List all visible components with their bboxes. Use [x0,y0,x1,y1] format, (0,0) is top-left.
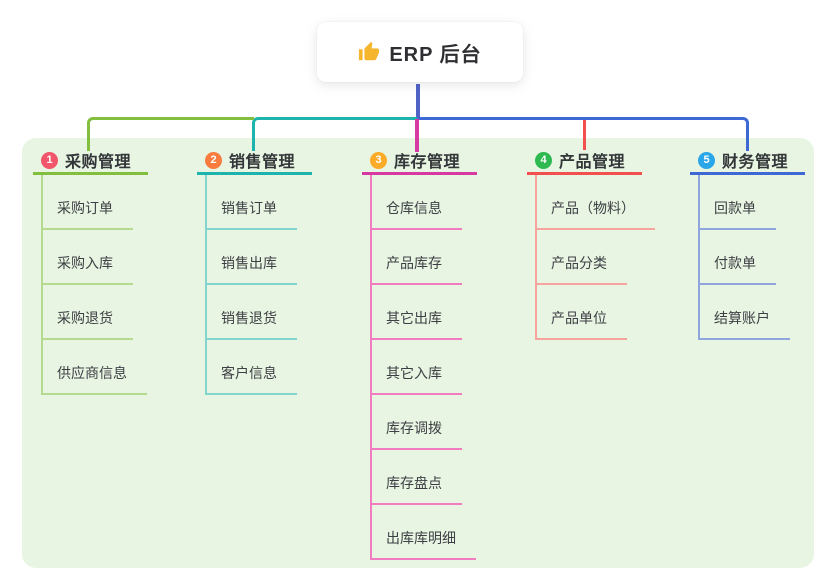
branch-sales: 2 销售管理 销售订单 销售出库 销售退货 客户信息 [197,148,312,395]
connector-purchase [87,117,254,151]
child-item[interactable]: 产品（物料） [537,175,655,230]
child-item[interactable]: 销售订单 [207,175,297,230]
branch-title: 库存管理 [394,154,461,171]
child-item[interactable]: 采购订单 [43,175,133,230]
child-item[interactable]: 供应商信息 [43,340,147,395]
child-item[interactable]: 其它入库 [372,340,462,395]
root-connector-line [416,84,420,118]
branch-product: 4 产品管理 产品（物料） 产品分类 产品单位 [527,148,655,340]
child-item[interactable]: 销售出库 [207,230,297,285]
connector-inventory [415,119,419,152]
child-item[interactable]: 仓库信息 [372,175,462,230]
branch-product-header[interactable]: 4 产品管理 [527,148,642,175]
child-item[interactable]: 产品单位 [537,285,627,340]
child-item[interactable]: 客户信息 [207,340,297,395]
branch-title: 采购管理 [65,154,132,171]
branch-purchase-children: 采购订单 采购入库 采购退货 供应商信息 [41,175,148,395]
branch-finance-header[interactable]: 5 财务管理 [690,148,805,175]
child-item[interactable]: 其它出库 [372,285,462,340]
branch-finance-children: 回款单 付款单 结算账户 [698,175,805,340]
branch-finance: 5 财务管理 回款单 付款单 结算账户 [690,148,805,340]
child-item[interactable]: 销售退货 [207,285,297,340]
connector-finance [417,117,749,151]
connector-product [583,120,586,150]
thumbs-up-icon [359,41,380,61]
root-node[interactable]: ERP 后台 [317,22,523,82]
child-item[interactable]: 出库库明细 [372,505,476,560]
child-item[interactable]: 库存盘点 [372,450,462,505]
badge-4: 4 [535,151,552,169]
branch-sales-header[interactable]: 2 销售管理 [197,148,312,175]
child-item[interactable]: 产品分类 [537,230,627,285]
branch-purchase: 1 采购管理 采购订单 采购入库 采购退货 供应商信息 [33,148,148,395]
branch-inventory-children: 仓库信息 产品库存 其它出库 其它入库 库存调拨 库存盘点 出库库明细 [370,175,477,560]
branch-sales-children: 销售订单 销售出库 销售退货 客户信息 [205,175,312,395]
badge-3: 3 [370,151,387,169]
connector-sales [252,117,417,151]
badge-2: 2 [205,151,222,169]
badge-1: 1 [41,151,58,169]
branch-title: 销售管理 [229,154,296,171]
child-item[interactable]: 结算账户 [700,285,790,340]
child-item[interactable]: 采购入库 [43,230,133,285]
child-item[interactable]: 库存调拨 [372,395,462,450]
mindmap-panel [22,138,814,568]
child-item[interactable]: 回款单 [700,175,776,230]
branch-inventory: 3 库存管理 仓库信息 产品库存 其它出库 其它入库 库存调拨 库存盘点 出库库… [362,148,477,560]
branch-title: 产品管理 [559,154,626,171]
branch-title: 财务管理 [722,154,789,171]
root-label: ERP 后台 [389,43,482,66]
child-item[interactable]: 采购退货 [43,285,133,340]
badge-5: 5 [698,151,715,169]
branch-inventory-header[interactable]: 3 库存管理 [362,148,477,175]
child-item[interactable]: 付款单 [700,230,776,285]
branch-purchase-header[interactable]: 1 采购管理 [33,148,148,175]
branch-product-children: 产品（物料） 产品分类 产品单位 [535,175,655,340]
child-item[interactable]: 产品库存 [372,230,462,285]
